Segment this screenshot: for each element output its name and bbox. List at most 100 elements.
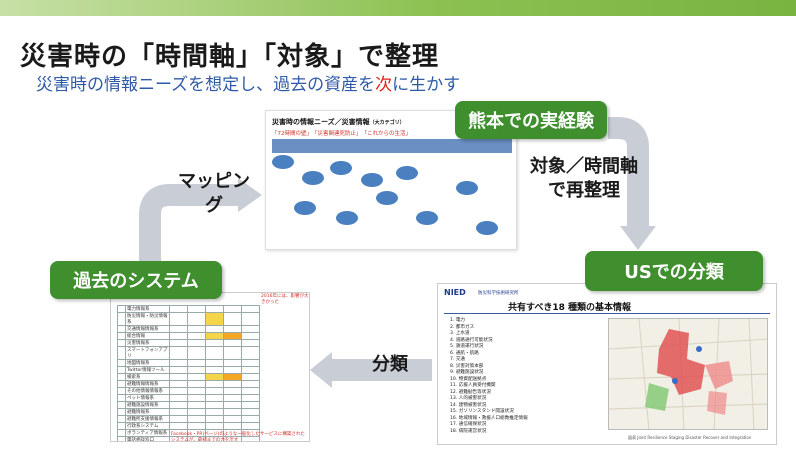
table-cell	[205, 339, 224, 347]
table-cell	[223, 373, 242, 381]
table-cell	[205, 380, 224, 388]
table-cell	[241, 366, 260, 374]
bubble	[416, 211, 438, 225]
table-cell	[223, 339, 242, 347]
bubble	[396, 166, 418, 180]
table-cell	[187, 332, 206, 340]
reorganize-text: 対象／時間軸 で再整理	[516, 155, 652, 203]
arrow-reorg-head	[620, 226, 656, 250]
slide-disaster-needs: 災害時の情報ニーズ／災害情報（大カテゴリ） 「72時間の壁」 「災害関連死防止」…	[265, 110, 517, 250]
list-item: 7. 交通	[450, 357, 466, 362]
list-item: 4. 道路通行可能状況	[450, 337, 493, 343]
table-cell	[117, 429, 126, 437]
table-cell	[223, 332, 242, 340]
table-row-name: 行政系システム	[125, 422, 170, 430]
table-cell	[241, 325, 260, 333]
table-cell	[117, 436, 126, 441]
list-item: 14. 建物被害状況	[450, 402, 487, 408]
table-row: 電力情報系	[117, 305, 260, 313]
list-item: 1. 電力	[450, 318, 466, 323]
mapping-text-line1: マッピン	[178, 171, 250, 192]
bubble	[376, 191, 398, 205]
table-cell	[223, 346, 242, 360]
table-cell	[187, 346, 206, 360]
table-cell	[169, 332, 188, 340]
table-cell	[117, 373, 126, 381]
slide-top-title-text: 災害時の情報ニーズ／災害情報	[272, 118, 370, 126]
table-cell	[117, 387, 126, 395]
list-item: 12. 避難勧告等状況	[450, 389, 491, 395]
list-item: 18. 病院運営状況	[450, 428, 487, 434]
table-cell	[205, 366, 224, 374]
table-row-name: 検索系	[125, 373, 170, 381]
map-credit: 図表 Joint Resilience Staging Disaster Rec…	[628, 435, 752, 440]
slide-top-title: 災害時の情報ニーズ／災害情報（大カテゴリ）	[272, 117, 405, 127]
nied-logo: NIED	[444, 288, 466, 297]
kumamoto-experience-label: 熊本での実経験	[455, 101, 607, 139]
bubble	[302, 171, 324, 185]
top-accent-bar	[0, 0, 796, 16]
list-item: 3. 上水道	[450, 331, 470, 336]
table-row-name: 防災情報・防災情報系	[125, 312, 170, 326]
slide-top-tags: 「72時間の壁」 「災害関連死防止」 「これからの生活」	[272, 131, 412, 137]
page-title: 災害時の「時間軸」「対象」で整理	[20, 42, 440, 72]
table-row-name: 避難情報系	[125, 408, 170, 416]
table-cell	[187, 366, 206, 374]
table-cell	[223, 401, 242, 409]
table-cell	[241, 422, 260, 430]
table-cell	[169, 415, 188, 423]
table-cell	[241, 332, 260, 340]
table-cell	[169, 401, 188, 409]
subtitle-text: 災害時の情報ニーズを想定し、過去の資産を	[36, 75, 376, 95]
table-row: 防災情報・防災情報系	[117, 312, 260, 326]
table-callout: 2016年には、影響が大きかった	[261, 294, 309, 305]
map-image	[608, 318, 768, 430]
table-row-name: ペット情報系	[125, 394, 170, 402]
table-cell	[187, 408, 206, 416]
table-cell	[241, 373, 260, 381]
table-cell	[241, 380, 260, 388]
table-cell	[241, 305, 260, 313]
slide-top-bar	[272, 139, 512, 153]
table-row: 電話相談窓口	[117, 436, 260, 441]
table-callout-bottom: Facebook・PR(ページ)のような一般化したサービスに構築されたシステムが…	[171, 432, 305, 442]
table-row-name: 避難情報情報系	[125, 380, 170, 388]
table-cell	[187, 415, 206, 423]
table-row: 避難情報系	[117, 408, 260, 416]
table-row: 避難所支援情報系	[117, 415, 260, 423]
table-cell	[205, 415, 224, 423]
table-cell	[117, 380, 126, 388]
table-cell	[241, 408, 260, 416]
page-subtitle: 災害時の情報ニーズを想定し、過去の資産を次に生かす	[36, 70, 460, 95]
reorg-text-line2: で再整理	[548, 180, 620, 201]
table-cell	[223, 387, 242, 395]
table-row: 避難情報情報系	[117, 380, 260, 388]
list-item: 17. 通信確保状況	[450, 422, 487, 427]
table-cell	[241, 346, 260, 360]
table-cell	[205, 387, 224, 395]
list-item: 10. 物資配送拠点	[450, 376, 487, 382]
table-row: 交通情報情報系	[117, 325, 260, 333]
table-cell	[241, 339, 260, 347]
table-cell	[205, 305, 224, 313]
table-cell	[241, 359, 260, 367]
table-row: ペット情報系	[117, 394, 260, 402]
table-row-name: 避難所支援情報系	[125, 415, 170, 423]
us-classification-label: USでの分類	[585, 251, 763, 291]
mapping-text: マッピン グ	[166, 170, 262, 218]
table-cell	[169, 373, 188, 381]
table-row-name: 電話相談窓口	[125, 436, 170, 441]
table-cell	[169, 408, 188, 416]
table-row: Twitter情報ツール	[117, 366, 260, 374]
divider	[444, 313, 770, 314]
subtitle-end: に生かす	[392, 75, 461, 95]
table-cell	[169, 325, 188, 333]
table-cell	[205, 373, 224, 381]
table-cell	[205, 408, 224, 416]
table-cell	[187, 380, 206, 388]
bubble	[272, 155, 294, 169]
table-cell	[117, 305, 126, 313]
